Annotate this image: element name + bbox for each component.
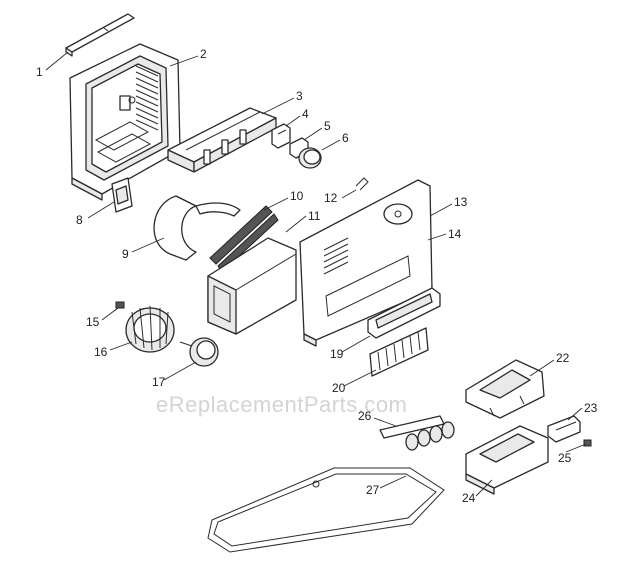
part-2-housing — [69, 43, 181, 201]
callout-3: 3 — [296, 89, 303, 103]
callout-8: 8 — [76, 213, 83, 227]
part-20-filter — [369, 327, 429, 377]
callout-2: 2 — [200, 47, 207, 61]
part-27-wire-frame — [207, 467, 445, 553]
callout-16: 16 — [94, 345, 108, 359]
part-4-switch — [271, 123, 291, 149]
callout-14: 14 — [448, 227, 462, 241]
part-16-fan — [125, 305, 175, 353]
part-25-screw — [583, 439, 592, 447]
part-11-duct — [207, 237, 297, 335]
callout-numbers: 1 2 3 4 5 6 8 9 10 11 12 13 14 15 16 17 … — [36, 47, 598, 505]
callout-26: 26 — [358, 409, 372, 423]
callout-24: 24 — [462, 491, 476, 505]
part-12-clip — [355, 177, 369, 191]
callout-12: 12 — [324, 191, 338, 205]
leader-lines — [45, 51, 587, 497]
callout-13: 13 — [454, 195, 468, 209]
watermark: eReplacementParts.com — [156, 392, 407, 417]
part-9-reflector — [153, 195, 241, 261]
callout-15: 15 — [86, 315, 100, 329]
part-15-bolt — [115, 301, 125, 309]
part-8-small-bracket — [111, 177, 133, 213]
part-10-heating-element — [209, 205, 279, 273]
callout-20: 20 — [332, 381, 346, 395]
part-26-roller — [379, 415, 455, 451]
callout-23: 23 — [584, 401, 598, 415]
part-3-bracket — [167, 107, 277, 173]
part-24-lower-base — [465, 425, 549, 495]
part-19-grille — [367, 287, 441, 339]
part-23-connector — [547, 415, 581, 443]
part-6-knob — [298, 147, 322, 169]
callout-25: 25 — [558, 451, 572, 465]
callout-22: 22 — [556, 351, 570, 365]
callout-19: 19 — [330, 347, 344, 361]
callout-9: 9 — [122, 247, 129, 261]
part-22-upper-base — [465, 359, 545, 419]
part-14-front-panel — [299, 179, 433, 347]
callout-5: 5 — [324, 119, 331, 133]
part-17-motor — [179, 337, 219, 367]
callout-1: 1 — [36, 65, 43, 79]
callout-6: 6 — [342, 131, 349, 145]
callout-10: 10 — [290, 189, 304, 203]
part-1-top-strip — [65, 13, 135, 57]
callout-17: 17 — [152, 375, 166, 389]
callout-4: 4 — [302, 107, 309, 121]
callout-11: 11 — [308, 209, 321, 223]
callout-27: 27 — [366, 483, 380, 497]
